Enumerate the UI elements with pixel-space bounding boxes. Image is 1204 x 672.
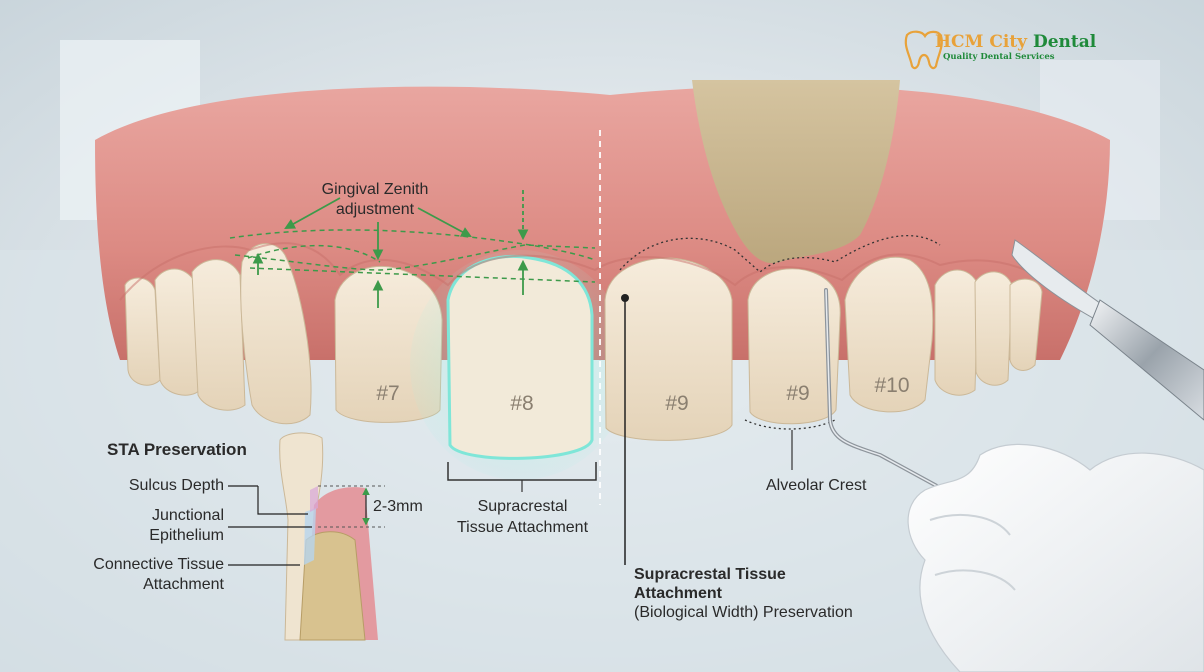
alveolar-crest-dotted bbox=[744, 419, 836, 430]
tooth-9-lateral bbox=[747, 268, 841, 425]
inset-measurement: 2-3mm bbox=[373, 498, 423, 515]
tooth-canine-left bbox=[240, 243, 312, 425]
tooth-label-8: #8 bbox=[510, 392, 534, 415]
gingival-zenith-label: Gingival Zenith adjustment bbox=[321, 181, 429, 218]
tooth-label-9-lateral: #9 bbox=[786, 382, 810, 405]
tooth-10 bbox=[844, 256, 934, 413]
tooth-right-premolar-1 bbox=[934, 269, 979, 396]
tooth-9-central bbox=[604, 257, 733, 441]
tooth-left-premolar-2 bbox=[191, 259, 246, 411]
brand-tagline: Quality Dental Services bbox=[943, 52, 1055, 62]
inset-label-sulcus-depth: Sulcus Depth bbox=[128, 477, 224, 494]
tooth-left-molar bbox=[124, 277, 161, 386]
inset-title: STA Preservation bbox=[107, 440, 247, 459]
brand-name: HCM City Dental bbox=[935, 32, 1097, 52]
brand-logo: HCM City Dental Quality Dental Services bbox=[903, 30, 1097, 70]
dotted-gingival-contour bbox=[619, 235, 941, 273]
sta-cross-section-inset bbox=[228, 432, 385, 641]
gingival-margin bbox=[119, 242, 1061, 301]
gloved-hand bbox=[907, 443, 1204, 672]
tooth-right-premolar-2 bbox=[974, 271, 1013, 386]
tooth-right-molar bbox=[1009, 278, 1043, 371]
tooth-label-10: #10 bbox=[874, 374, 910, 397]
tooth-logo-icon bbox=[904, 30, 943, 70]
gingival-zenith-arrows bbox=[252, 190, 529, 308]
tooth-label-9-central: #9 bbox=[665, 392, 689, 415]
biological-width-label: Supracrestal Tissue Attachment (Biologic… bbox=[634, 566, 853, 621]
tooth-8 bbox=[446, 254, 594, 460]
scalpel bbox=[1011, 239, 1204, 421]
tooth-label-7: #7 bbox=[376, 382, 400, 405]
sta-bracket-label: Supracrestal Tissue Attachment bbox=[456, 498, 589, 536]
inset-label-connective-tissue: Connective Tissue Attachment bbox=[93, 556, 224, 593]
exposed-bone-area bbox=[692, 80, 900, 264]
inset-label-junctional-epithelium: Junctional Epithelium bbox=[149, 507, 224, 544]
alveolar-crest-label: Alveolar Crest bbox=[766, 477, 867, 494]
